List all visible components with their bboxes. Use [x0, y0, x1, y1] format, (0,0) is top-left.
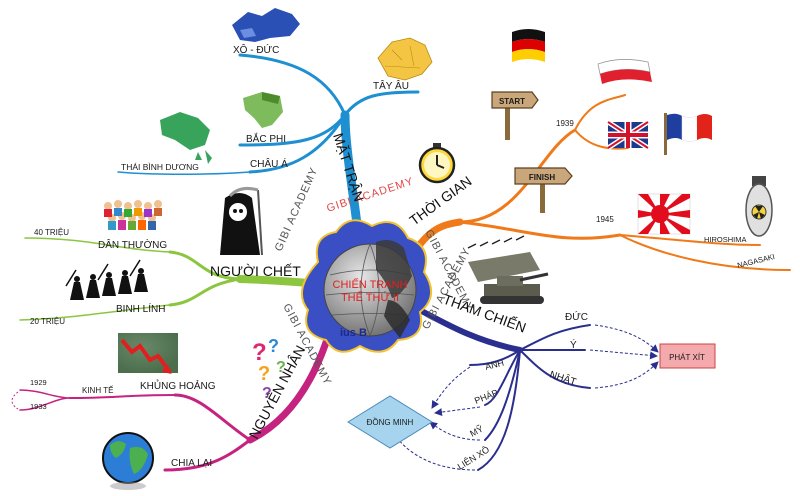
france-flag-icon — [664, 113, 712, 155]
svg-text:?: ? — [258, 363, 270, 385]
tham-chien-arrows — [394, 324, 659, 471]
start-sign-icon: START — [491, 91, 539, 140]
leaf-khung-hoang: KHỦNG HOẢNG — [140, 379, 216, 392]
leaf-duc: ĐỨC — [565, 310, 588, 323]
leaf-20-trieu: 20 TRIỆU — [30, 317, 65, 326]
svg-text:?: ? — [276, 359, 286, 376]
europe-map-icon — [377, 37, 433, 81]
asia-map-icon — [160, 112, 212, 164]
poland-flag-icon — [597, 59, 652, 84]
center-logo-fragment: ius B — [340, 327, 367, 339]
leaf-chia-lai: CHIA LẠI — [171, 458, 212, 469]
tanks-icon — [467, 235, 549, 304]
crisis-chart-icon — [118, 333, 178, 374]
grim-reaper-icon — [220, 187, 263, 256]
leaf-thai-binh-duong: THÁI BÌNH DƯƠNG — [121, 162, 199, 172]
africa-map-icon — [243, 92, 283, 128]
leaf-anh: ANH — [484, 358, 505, 372]
leaf-1945: 1945 — [596, 215, 614, 224]
axis-group-node: PHÁT XÍT — [659, 343, 716, 369]
branch-title-mat-tran: MẶT TRẬN — [330, 131, 367, 204]
leaf-kinh-te: KINH TẾ — [82, 385, 113, 395]
leaf-hiroshima: HIROSHIMA — [704, 235, 747, 244]
japan-flag-icon — [637, 193, 691, 235]
svg-text:?: ? — [262, 385, 272, 402]
leaf-lien-xo: LIÊN XÔ — [456, 444, 491, 471]
leaf-tay-au: TÂY ÂU — [373, 79, 409, 92]
uk-flag-icon — [606, 119, 650, 151]
crowd-icon — [104, 200, 162, 230]
crisis-year-link — [11, 391, 19, 410]
russia-map-icon — [232, 8, 300, 42]
branch-tham-chien-lines — [407, 302, 591, 471]
leaf-nagasaki: NAGASAKI — [736, 252, 775, 270]
leaf-phap: PHÁP — [473, 387, 499, 405]
stopwatch-icon — [418, 143, 456, 184]
leaf-y: Ý — [570, 338, 577, 351]
allies-group-node: ĐỒNG MINH — [347, 395, 433, 449]
leaf-xo-duc: XÔ - ĐỨC — [233, 43, 279, 56]
axis-group-label: PHÁT XÍT — [669, 353, 705, 362]
leaf-bac-phi: BẮC PHI — [246, 132, 286, 145]
leaf-dan-thuong: DÂN THƯỜNG — [98, 238, 167, 251]
ring-text-upper-left: GIBI ACADEMY — [273, 165, 321, 253]
svg-text:?: ? — [252, 339, 267, 366]
leaf-1929: 1929 — [30, 378, 47, 387]
svg-text:START: START — [499, 97, 525, 106]
svg-text:?: ? — [268, 336, 279, 356]
leaf-chau-a: CHÂU Á — [250, 157, 288, 170]
atomic-bomb-icon — [745, 176, 773, 237]
leaf-1933: 1933 — [30, 402, 47, 411]
globe-icon — [102, 432, 154, 490]
finish-sign-icon: FINISH — [514, 167, 573, 213]
leaf-binh-linh: BINH LÍNH — [116, 302, 165, 315]
center-title-line1: CHIẾN TRANH — [333, 278, 408, 291]
leaf-1939: 1939 — [556, 119, 574, 128]
center-title-line2: THẾ THỨ II — [341, 291, 399, 304]
svg-text:FINISH: FINISH — [529, 173, 555, 182]
branch-nguyen-nhan-lines — [19, 326, 334, 472]
leaf-40-trieu: 40 TRIỆU — [34, 228, 69, 237]
ring-text-top: GIBI ACADEMY — [325, 175, 415, 214]
question-marks-icon: ? ? ? ? ? — [252, 336, 286, 402]
germany-flag-icon — [512, 29, 545, 62]
leaf-nhat: NHẬT — [548, 367, 578, 388]
leaf-my: MỸ — [468, 424, 485, 439]
soldiers-icon — [65, 259, 148, 300]
allies-group-label: ĐỒNG MINH — [367, 417, 414, 427]
center-node: CHIẾN TRANH THẾ THỨ II ius B — [300, 219, 432, 353]
branch-title-nguoi-chet: NGƯỜI CHẾT — [210, 263, 301, 279]
